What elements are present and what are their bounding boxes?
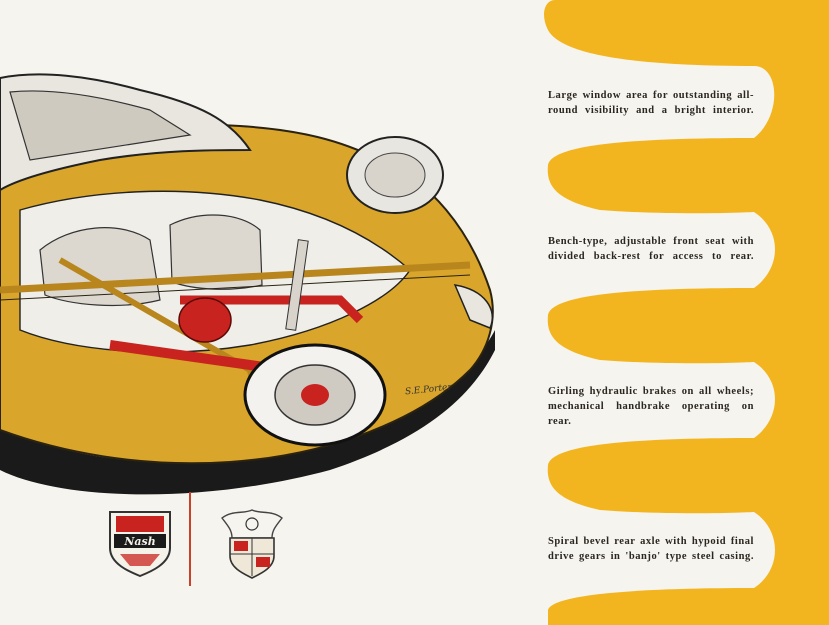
car-cutaway-illustration	[0, 73, 495, 495]
austin-crest-logo-icon	[221, 509, 283, 579]
nash-logo-text: Nash	[123, 535, 155, 548]
caption-front-seat: Bench-type, adjustable front seat with d…	[548, 236, 754, 262]
nash-shield-logo-icon: Nash	[109, 511, 171, 578]
caption-visibility: Large window area for outstanding all-ro…	[548, 90, 754, 116]
caption-rear-axle: Spiral bevel rear axle with hypoid final…	[548, 536, 754, 562]
logo-divider	[189, 492, 191, 586]
caption-brakes: Girling hydraulic brakes on all wheels; …	[548, 386, 754, 427]
